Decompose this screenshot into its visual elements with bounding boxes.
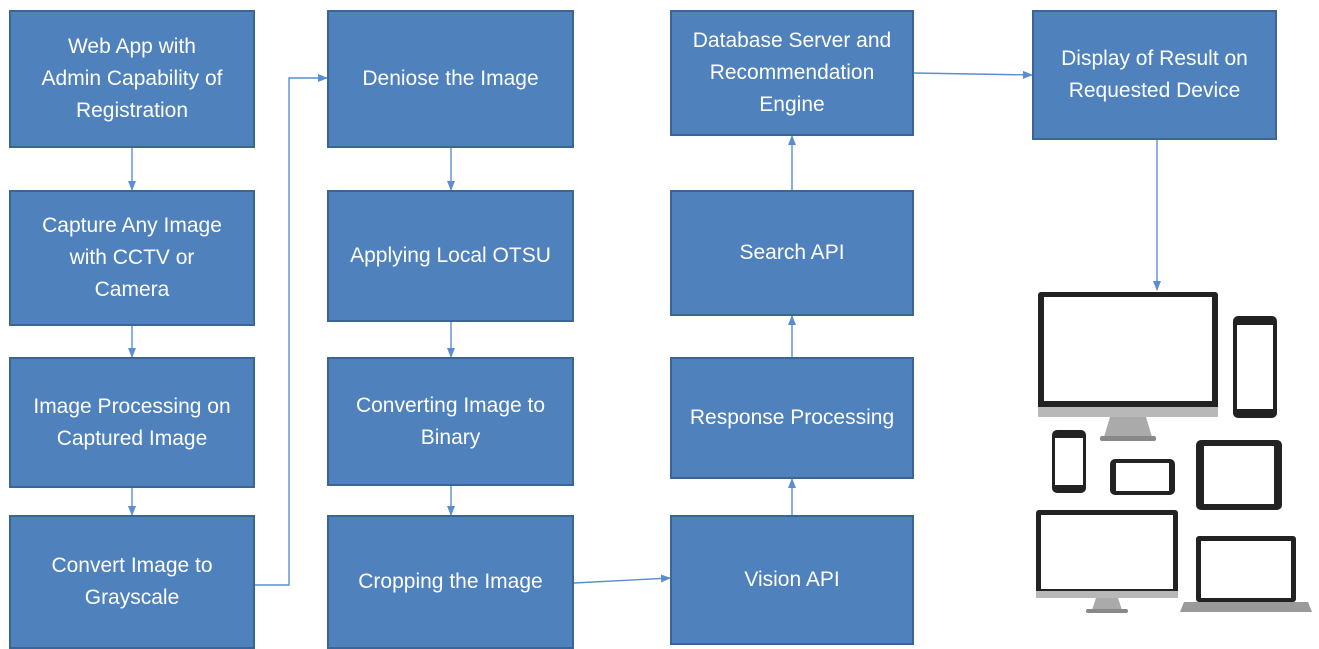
step-capture-image: Capture Any Image with CCTV or Camera	[9, 190, 255, 326]
step-label: Web App with Admin Capability of Registr…	[41, 35, 223, 122]
step-display-result: Display of Result on Requested Device	[1032, 10, 1277, 140]
step-label: Image Processing on Captured Image	[33, 394, 231, 450]
device-illustration	[1036, 292, 1312, 613]
step-search-api: Search API	[670, 190, 914, 316]
step-image-processing: Image Processing on Captured Image	[9, 357, 255, 488]
desktop-monitor-icon	[1038, 292, 1218, 441]
step-database-server: Database Server and Recommendation Engin…	[670, 10, 914, 136]
step-convert-binary: Converting Image to Binary	[327, 357, 574, 486]
laptop-icon	[1180, 536, 1312, 612]
step-label: Convert Image to Grayscale	[51, 554, 213, 609]
step-label: Cropping the Image	[358, 570, 543, 593]
step-label: Database Server and Recommendation Engin…	[692, 29, 892, 116]
step-label: Applying Local OTSU	[350, 244, 551, 267]
step-local-otsu: Applying Local OTSU	[327, 190, 574, 322]
step-response-processing: Response Processing	[670, 357, 914, 479]
step-label: Converting Image to Binary	[355, 393, 546, 449]
tablet-landscape-icon	[1196, 440, 1282, 510]
arrow-grayscale-to-denoise	[255, 74, 328, 586]
step-label: Display of Result on Requested Device	[1061, 47, 1248, 102]
step-label: Vision API	[744, 568, 840, 591]
step-cropping: Cropping the Image	[327, 515, 574, 649]
step-convert-grayscale: Convert Image to Grayscale	[9, 515, 255, 649]
step-vision-api: Vision API	[670, 515, 914, 645]
phone-landscape-icon	[1110, 459, 1175, 495]
step-label: Deniose the Image	[362, 67, 539, 90]
arrow-crop-to-vision	[573, 574, 671, 584]
tablet-icon	[1233, 316, 1277, 418]
step-denoise: Deniose the Image	[327, 10, 574, 148]
monitor-icon	[1036, 510, 1178, 613]
step-web-app: Web App with Admin Capability of Registr…	[9, 10, 255, 148]
step-label: Search API	[739, 241, 845, 264]
step-label: Capture Any Image with CCTV or Camera	[42, 214, 222, 301]
phone-icon	[1052, 430, 1086, 493]
arrow-database-to-display	[913, 70, 1033, 79]
step-label: Response Processing	[689, 406, 895, 429]
